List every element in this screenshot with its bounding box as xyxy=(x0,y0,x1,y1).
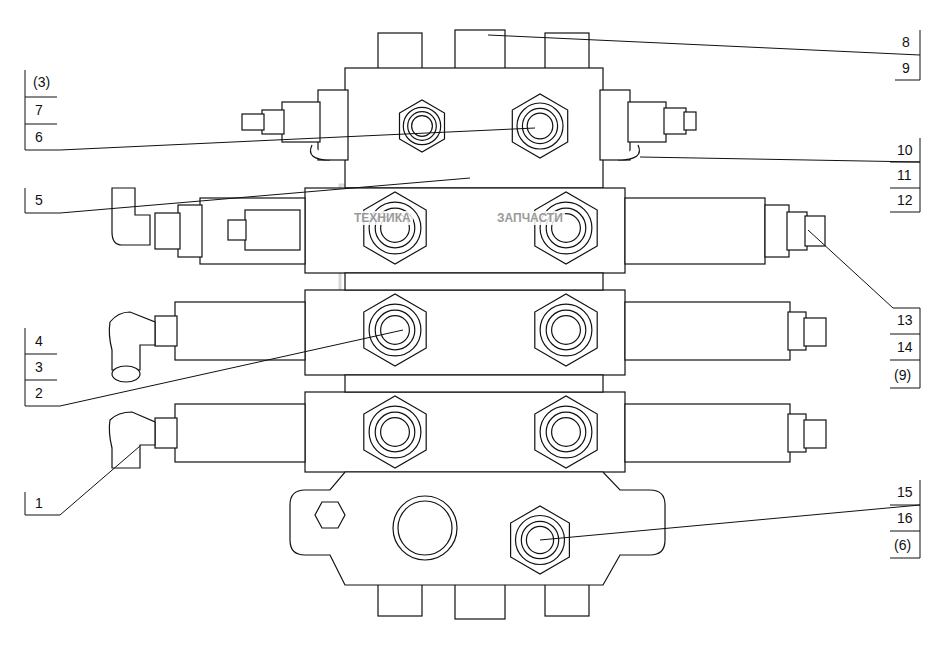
hex-nut xyxy=(364,396,426,468)
callout-number: 15 xyxy=(897,484,913,500)
callout-number: 1 xyxy=(35,495,43,511)
callout-number: 14 xyxy=(897,339,913,355)
port-ring xyxy=(369,304,421,356)
port-ring xyxy=(546,310,586,350)
hex-nut xyxy=(535,294,597,366)
callout-number: 8 xyxy=(902,34,910,50)
port-ring xyxy=(381,316,410,345)
port-ring xyxy=(408,112,437,141)
watermark-text: ЗАПЧАСТИ xyxy=(495,211,565,225)
port-ring xyxy=(522,108,557,143)
callout-number: 5 xyxy=(35,192,43,208)
port-ring xyxy=(369,406,421,458)
port-ring xyxy=(540,304,592,356)
callout-number: 16 xyxy=(897,510,913,526)
callout-number: 4 xyxy=(35,333,43,349)
callout-number: (9) xyxy=(894,367,911,383)
callout-number: 12 xyxy=(897,192,913,208)
callout-number: 3 xyxy=(35,359,43,375)
port-ring xyxy=(552,418,581,447)
hex-nut xyxy=(364,192,426,264)
port-ring xyxy=(375,310,415,350)
callout-number: 9 xyxy=(902,60,910,76)
port-ring xyxy=(381,418,410,447)
callout-number: 6 xyxy=(35,129,43,145)
hex-nut xyxy=(535,396,597,468)
hex-nut xyxy=(364,294,426,366)
port-ring xyxy=(540,406,592,458)
hex-nut xyxy=(400,100,445,152)
port-ring xyxy=(369,202,421,254)
hex-nut xyxy=(535,192,597,264)
watermark-text: ТЕХНИКА xyxy=(352,211,413,225)
callout-number: (6) xyxy=(894,537,911,553)
port-ring xyxy=(552,316,581,345)
port-ring xyxy=(527,113,553,139)
callout-number: (3) xyxy=(33,74,50,90)
callout-number: 11 xyxy=(897,167,912,183)
port-ring xyxy=(546,412,586,452)
callout-number: 7 xyxy=(35,102,43,118)
callout-number: 2 xyxy=(35,385,43,401)
callout-number: 10 xyxy=(897,142,913,158)
port-ring xyxy=(517,103,563,149)
callout-number: 13 xyxy=(897,312,913,328)
port-ring xyxy=(375,412,415,452)
port-ring xyxy=(540,202,592,254)
hex-nut xyxy=(512,94,567,158)
port-ring xyxy=(403,107,440,144)
